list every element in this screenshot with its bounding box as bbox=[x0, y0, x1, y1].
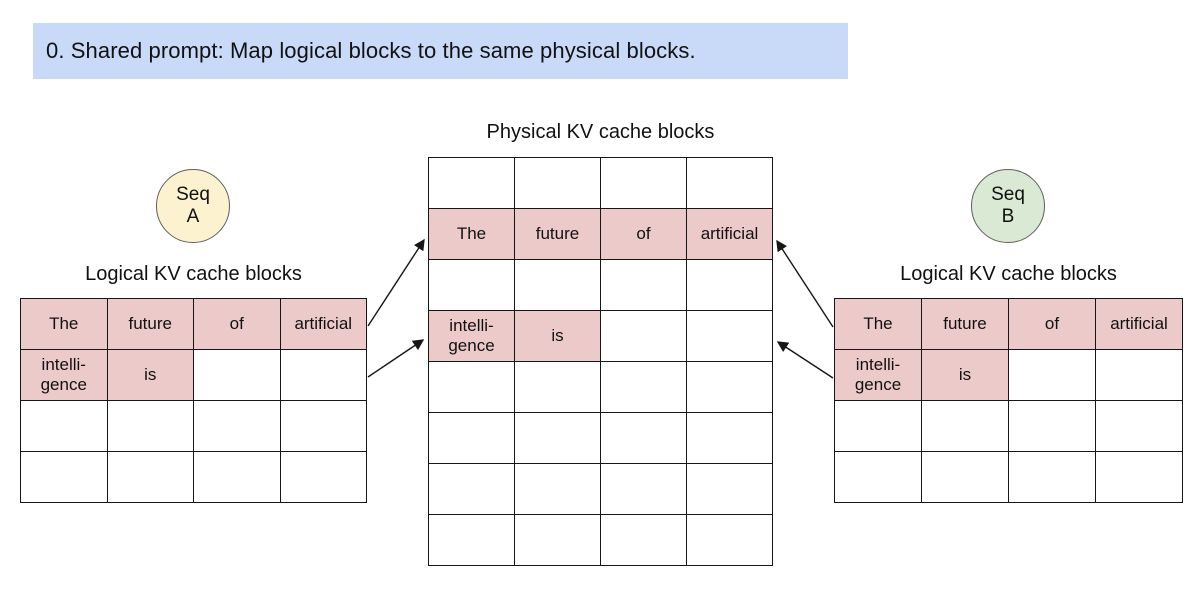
arrow-seq-a-block0-to-physical bbox=[367, 238, 425, 327]
seq-a-badge: Seq A bbox=[156, 169, 230, 243]
physical-row-2 bbox=[428, 259, 773, 311]
seq-a-cell-of: of bbox=[193, 298, 281, 350]
physical-row-7 bbox=[428, 514, 773, 566]
kv-cell-empty bbox=[428, 259, 515, 311]
kv-cell-empty bbox=[686, 361, 773, 413]
kv-cell-empty bbox=[686, 157, 773, 209]
kv-cell-empty bbox=[1095, 451, 1183, 503]
kv-cell-empty bbox=[106, 400, 194, 452]
kv-cell-empty bbox=[921, 400, 1009, 452]
kv-cell-empty bbox=[428, 412, 515, 464]
arrow-seq-b-block1-to-physical bbox=[776, 341, 834, 379]
kv-cell-empty bbox=[686, 463, 773, 515]
physical-cell-intelligence: intelli- gence bbox=[428, 310, 515, 362]
kv-cell-empty bbox=[686, 310, 773, 362]
kv-cell-empty bbox=[600, 514, 687, 566]
kv-cell-empty bbox=[600, 157, 687, 209]
kv-cell-empty bbox=[686, 412, 773, 464]
seq-a-row-0: The future of artificial bbox=[20, 298, 367, 350]
kv-cell-empty bbox=[1008, 400, 1096, 452]
seq-b-row-0: The future of artificial bbox=[834, 298, 1183, 350]
kv-cell-empty bbox=[514, 514, 601, 566]
kv-cell-empty bbox=[600, 412, 687, 464]
kv-cell-empty bbox=[834, 451, 922, 503]
kv-cell-empty bbox=[1095, 400, 1183, 452]
seq-a-cell-artificial: artificial bbox=[279, 298, 367, 350]
kv-cell-empty bbox=[20, 451, 108, 503]
seq-b-cell-intelligence: intelli- gence bbox=[834, 349, 922, 401]
step-banner-text: 0. Shared prompt: Map logical blocks to … bbox=[46, 38, 696, 63]
physical-row-0 bbox=[428, 157, 773, 209]
kv-cell-empty bbox=[428, 463, 515, 515]
kv-cell-empty bbox=[921, 451, 1009, 503]
kv-cell-empty bbox=[686, 259, 773, 311]
seq-b-badge-line2: B bbox=[1001, 206, 1015, 227]
seq-b-row-2 bbox=[834, 400, 1183, 452]
kv-cell-empty bbox=[279, 400, 367, 452]
arrow-seq-b-block0-to-physical bbox=[776, 239, 834, 328]
seq-b-logical-table-label: Logical KV cache blocks bbox=[900, 263, 1117, 285]
physical-row-5 bbox=[428, 412, 773, 464]
kv-cell-empty bbox=[834, 400, 922, 452]
kv-cell-empty bbox=[428, 361, 515, 413]
kv-cell-empty bbox=[428, 514, 515, 566]
kv-cell-empty bbox=[600, 463, 687, 515]
seq-a-row-2 bbox=[20, 400, 367, 452]
kv-cell-empty bbox=[193, 400, 281, 452]
physical-cell-the: The bbox=[428, 208, 515, 260]
kv-cell-empty bbox=[514, 412, 601, 464]
seq-b-cell-the: The bbox=[834, 298, 922, 350]
kv-cell-empty bbox=[514, 361, 601, 413]
kv-cell-empty bbox=[1008, 451, 1096, 503]
seq-b-badge: Seq B bbox=[971, 169, 1045, 243]
seq-a-logical-table: The future of artificial intelli- gence … bbox=[20, 298, 367, 503]
physical-kv-table: The future of artificial intelli- gence … bbox=[428, 157, 773, 566]
seq-b-row-3 bbox=[834, 451, 1183, 503]
physical-row-3: intelli- gence is bbox=[428, 310, 773, 362]
seq-b-badge-line1: Seq bbox=[991, 184, 1025, 206]
kv-cell-empty bbox=[279, 451, 367, 503]
kv-cell-empty bbox=[686, 514, 773, 566]
seq-b-row-1: intelli- gence is bbox=[834, 349, 1183, 401]
seq-a-cell-future: future bbox=[106, 298, 194, 350]
kv-cell-empty bbox=[600, 310, 687, 362]
physical-row-6 bbox=[428, 463, 773, 515]
physical-cell-future: future bbox=[514, 208, 601, 260]
step-banner: 0. Shared prompt: Map logical blocks to … bbox=[33, 23, 848, 79]
seq-b-cell-is: is bbox=[921, 349, 1009, 401]
physical-table-title: Physical KV cache blocks bbox=[486, 121, 715, 143]
seq-a-badge-line1: Seq bbox=[176, 184, 210, 206]
kv-cell-empty bbox=[514, 463, 601, 515]
kv-cell-empty bbox=[514, 157, 601, 209]
seq-a-logical-table-label: Logical KV cache blocks bbox=[85, 263, 302, 285]
kv-cell-empty bbox=[428, 157, 515, 209]
kv-cell-empty bbox=[193, 451, 281, 503]
seq-a-row-1: intelli- gence is bbox=[20, 349, 367, 401]
seq-a-cell-is: is bbox=[106, 349, 194, 401]
seq-a-cell-the: The bbox=[20, 298, 108, 350]
physical-cell-artificial: artificial bbox=[686, 208, 773, 260]
seq-b-cell-of: of bbox=[1008, 298, 1096, 350]
kv-cell-empty bbox=[1095, 349, 1183, 401]
seq-a-row-3 bbox=[20, 451, 367, 503]
seq-b-logical-table: The future of artificial intelli- gence … bbox=[834, 298, 1183, 503]
kv-cell-empty bbox=[514, 259, 601, 311]
kv-cell-empty bbox=[1008, 349, 1096, 401]
physical-row-4 bbox=[428, 361, 773, 413]
seq-a-cell-intelligence: intelli- gence bbox=[20, 349, 108, 401]
kv-cell-empty bbox=[193, 349, 281, 401]
seq-a-badge-line2: A bbox=[186, 206, 200, 227]
kv-cell-empty bbox=[279, 349, 367, 401]
kv-cell-empty bbox=[20, 400, 108, 452]
physical-cell-is: is bbox=[514, 310, 601, 362]
arrow-seq-a-block1-to-physical bbox=[367, 339, 425, 378]
physical-cell-of: of bbox=[600, 208, 687, 260]
kv-cell-empty bbox=[106, 451, 194, 503]
physical-row-1: The future of artificial bbox=[428, 208, 773, 260]
seq-b-cell-artificial: artificial bbox=[1095, 298, 1183, 350]
kv-cell-empty bbox=[600, 259, 687, 311]
seq-b-cell-future: future bbox=[921, 298, 1009, 350]
kv-cell-empty bbox=[600, 361, 687, 413]
